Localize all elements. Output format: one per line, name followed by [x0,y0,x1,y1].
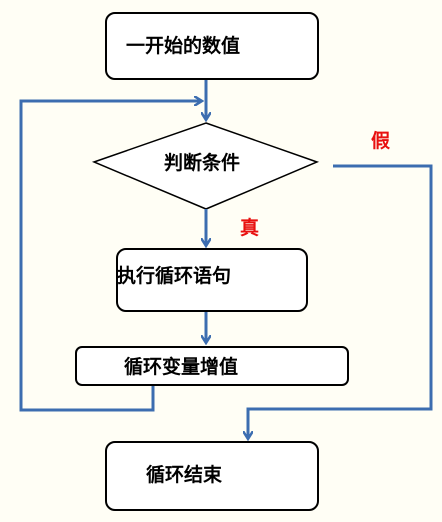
arrow-loop-back [19,101,200,412]
false-branch-label: 假 [371,129,390,152]
start-node: 一开始的数值 [105,12,319,80]
condition-node-label: 判断条件 [164,151,240,174]
start-node-label: 一开始的数值 [126,34,240,57]
loop-body-node: 执行循环语句 [116,248,308,312]
arrow-condition-to-end [248,164,433,437]
true-branch-label: 真 [240,216,259,239]
loop-body-label: 执行循环语句 [117,264,231,287]
increment-node-label: 循环变量增值 [124,355,238,378]
condition-node: 判断条件 [91,122,320,210]
end-node: 循环结束 [105,441,319,511]
end-node-label: 循环结束 [146,463,223,486]
increment-node: 循环变量增值 [75,346,349,386]
